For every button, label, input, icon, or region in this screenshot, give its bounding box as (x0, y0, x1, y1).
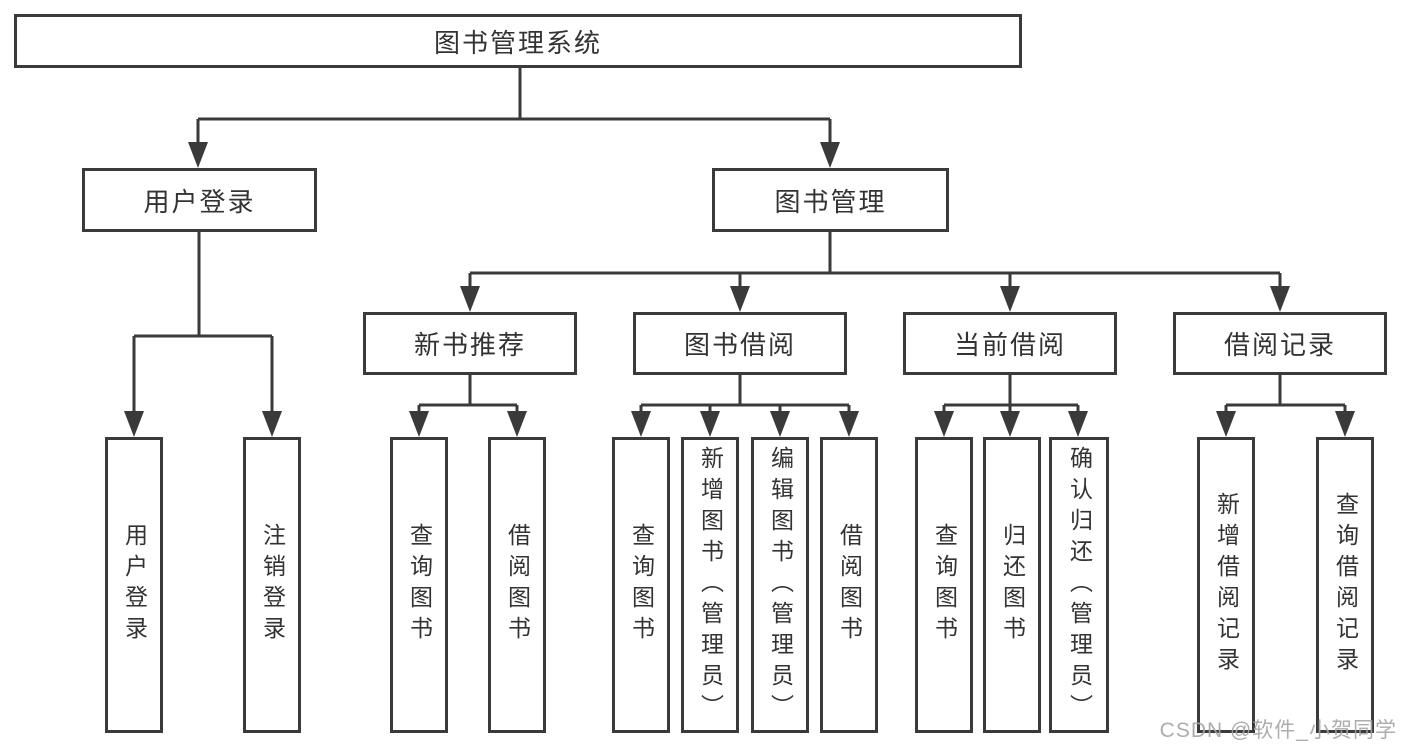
node-new-books-label: 新书推荐 (413, 330, 526, 360)
connector-current-borrow-to-leaves (934, 375, 1088, 437)
leaf-bb-edit-books-label: 编辑图书（管理员） (767, 445, 794, 725)
node-borrow-records: 借阅记录 (1173, 312, 1387, 375)
leaf-cb-confirm-return-label: 确认归还（管理员） (1066, 445, 1093, 725)
node-root: 图书管理系统 (14, 14, 1022, 68)
connector-borrow-records-to-leaves (1216, 375, 1355, 437)
node-book-borrow-label: 图书借阅 (683, 330, 796, 360)
leaf-cb-query-books: 查询图书 (915, 437, 973, 733)
leaf-cb-return-books: 归还图书 (983, 437, 1041, 733)
node-root-label: 图书管理系统 (433, 27, 602, 58)
leaf-nb-query-books: 查询图书 (390, 437, 448, 733)
node-current-borrow-label: 当前借阅 (953, 330, 1066, 360)
connector-user-login-to-leaves (124, 232, 282, 437)
connector-book-mgmt-to-level3 (460, 232, 1290, 312)
connector-book-borrow-to-leaves (631, 375, 859, 437)
leaf-nb-borrow-books-label: 借阅图书 (504, 523, 531, 647)
connector-root-to-level2 (188, 66, 840, 168)
leaf-br-query-record: 查询借阅记录 (1316, 437, 1374, 733)
node-book-mgmt: 图书管理 (712, 168, 949, 232)
leaf-nb-query-books-label: 查询图书 (406, 523, 433, 647)
leaf-logout-label: 注销登录 (259, 523, 286, 647)
leaf-bb-borrow-books: 借阅图书 (820, 437, 878, 733)
node-borrow-records-label: 借阅记录 (1223, 330, 1336, 360)
node-book-mgmt-label: 图书管理 (774, 186, 887, 217)
leaf-logout: 注销登录 (243, 437, 301, 733)
leaf-user-login-label: 用户登录 (121, 523, 148, 647)
node-user-login-label: 用户登录 (143, 186, 256, 217)
node-current-borrow: 当前借阅 (903, 312, 1117, 375)
leaf-cb-return-books-label: 归还图书 (999, 523, 1026, 647)
leaf-bb-add-books: 新增图书（管理员） (681, 437, 739, 733)
connector-new-books-to-leaves (409, 375, 527, 437)
leaf-nb-borrow-books: 借阅图书 (488, 437, 546, 733)
leaf-bb-query-books: 查询图书 (612, 437, 670, 733)
leaf-cb-confirm-return: 确认归还（管理员） (1049, 437, 1109, 733)
leaf-br-add-record-label: 新增借阅记录 (1213, 492, 1240, 678)
leaf-bb-add-books-label: 新增图书（管理员） (697, 445, 724, 725)
leaf-br-add-record: 新增借阅记录 (1197, 437, 1255, 733)
node-book-borrow: 图书借阅 (633, 312, 847, 375)
leaf-cb-query-books-label: 查询图书 (931, 523, 958, 647)
node-user-login: 用户登录 (82, 168, 317, 232)
leaf-bb-query-books-label: 查询图书 (628, 523, 655, 647)
leaf-bb-edit-books: 编辑图书（管理员） (751, 437, 809, 733)
csdn-watermark: CSDN @软件_小贺同学 (1159, 719, 1397, 742)
node-new-books: 新书推荐 (363, 312, 577, 375)
leaf-bb-borrow-books-label: 借阅图书 (836, 523, 863, 647)
leaf-user-login: 用户登录 (105, 437, 163, 733)
leaf-br-query-record-label: 查询借阅记录 (1332, 492, 1359, 678)
